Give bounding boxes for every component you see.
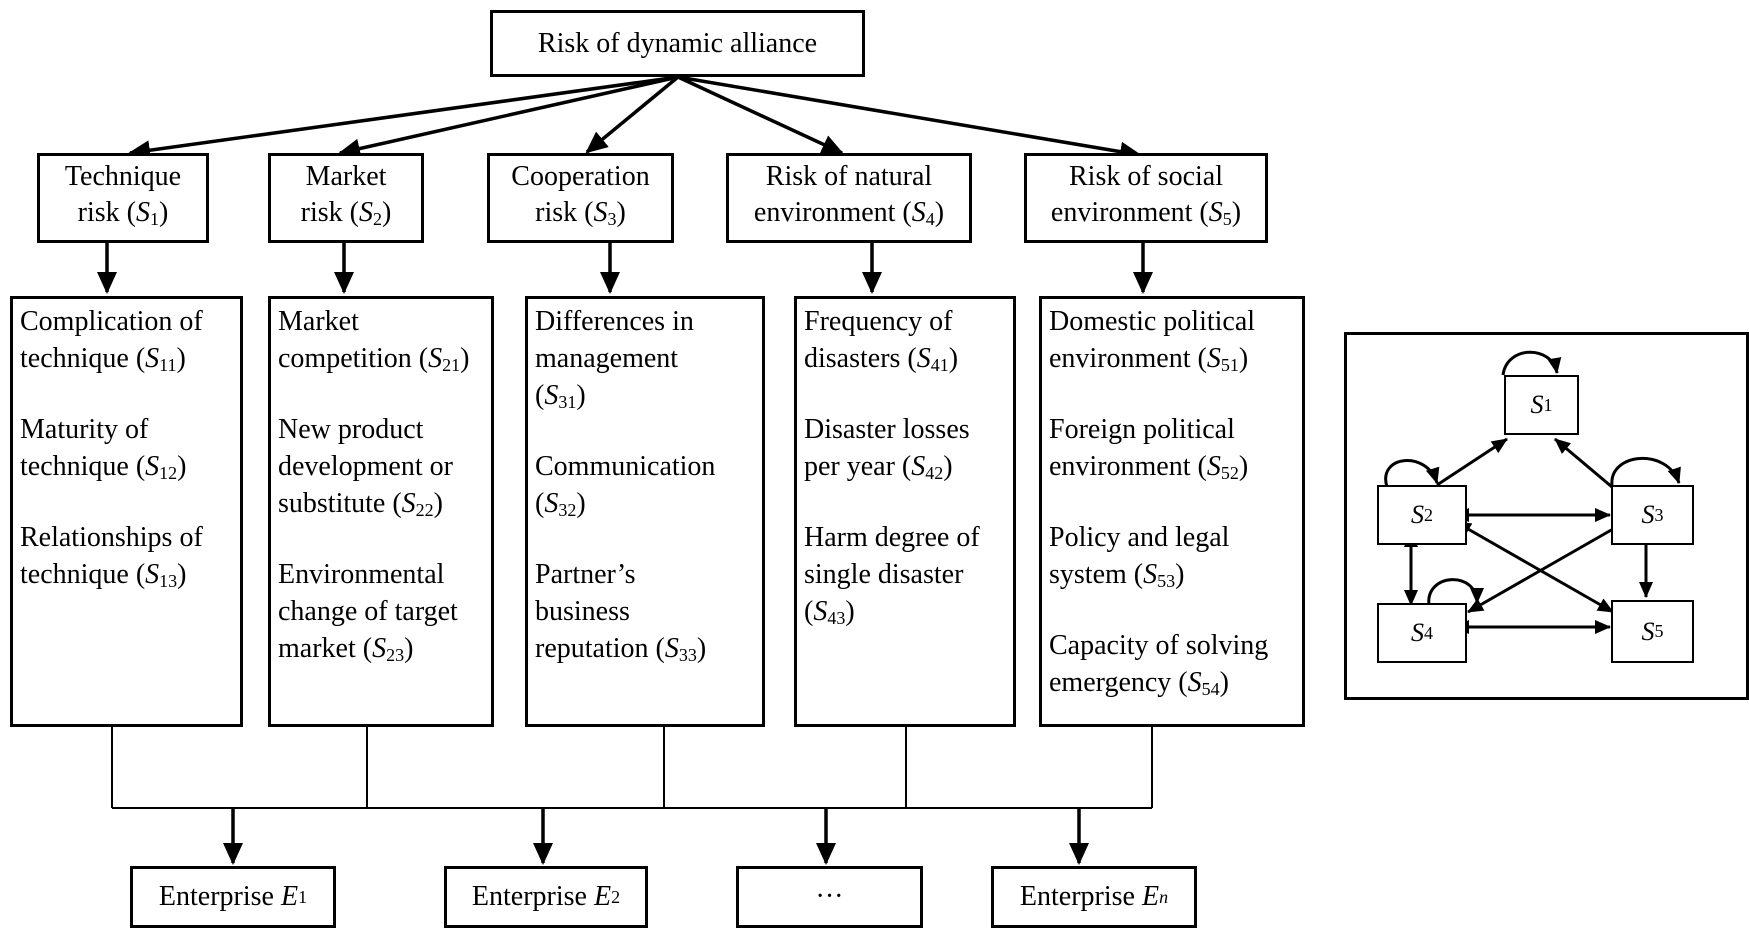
category-node-s1: Technique risk (S1): [37, 153, 209, 243]
category-node-s3: Cooperation risk (S3): [487, 153, 674, 243]
category-line1: Risk of social: [1069, 161, 1223, 192]
subfactor-item: Communication(S32): [535, 451, 716, 520]
category-node-s5: Risk of social environment (S5): [1024, 153, 1268, 243]
category-node-s4: Risk of natural environment (S4): [726, 153, 972, 243]
relation-graph-edges: [1384, 350, 1681, 634]
self-loop-s4: [1427, 578, 1484, 606]
category-line1: Risk of natural: [765, 161, 933, 192]
edge-root-s4: [677, 75, 844, 155]
enterprise-ellipsis: ···: [736, 866, 923, 928]
edge-root-s5: [677, 75, 1142, 162]
self-loop-s3: [1610, 457, 1681, 486]
root-label: Risk of dynamic alliance: [537, 27, 818, 59]
edge-root-s1: [128, 75, 679, 161]
self-loop-s1: [1501, 350, 1562, 376]
category-line1: Cooperation: [511, 161, 650, 192]
root-node: Risk of dynamic alliance: [490, 10, 865, 77]
category-line1: Market: [305, 161, 387, 192]
category-node-s2: Market risk (S2): [268, 153, 424, 243]
edge-root-s2: [338, 75, 679, 159]
edge-root-s3: [585, 75, 680, 154]
category-line1: Technique: [64, 161, 182, 192]
self-loop-s2: [1384, 459, 1440, 488]
